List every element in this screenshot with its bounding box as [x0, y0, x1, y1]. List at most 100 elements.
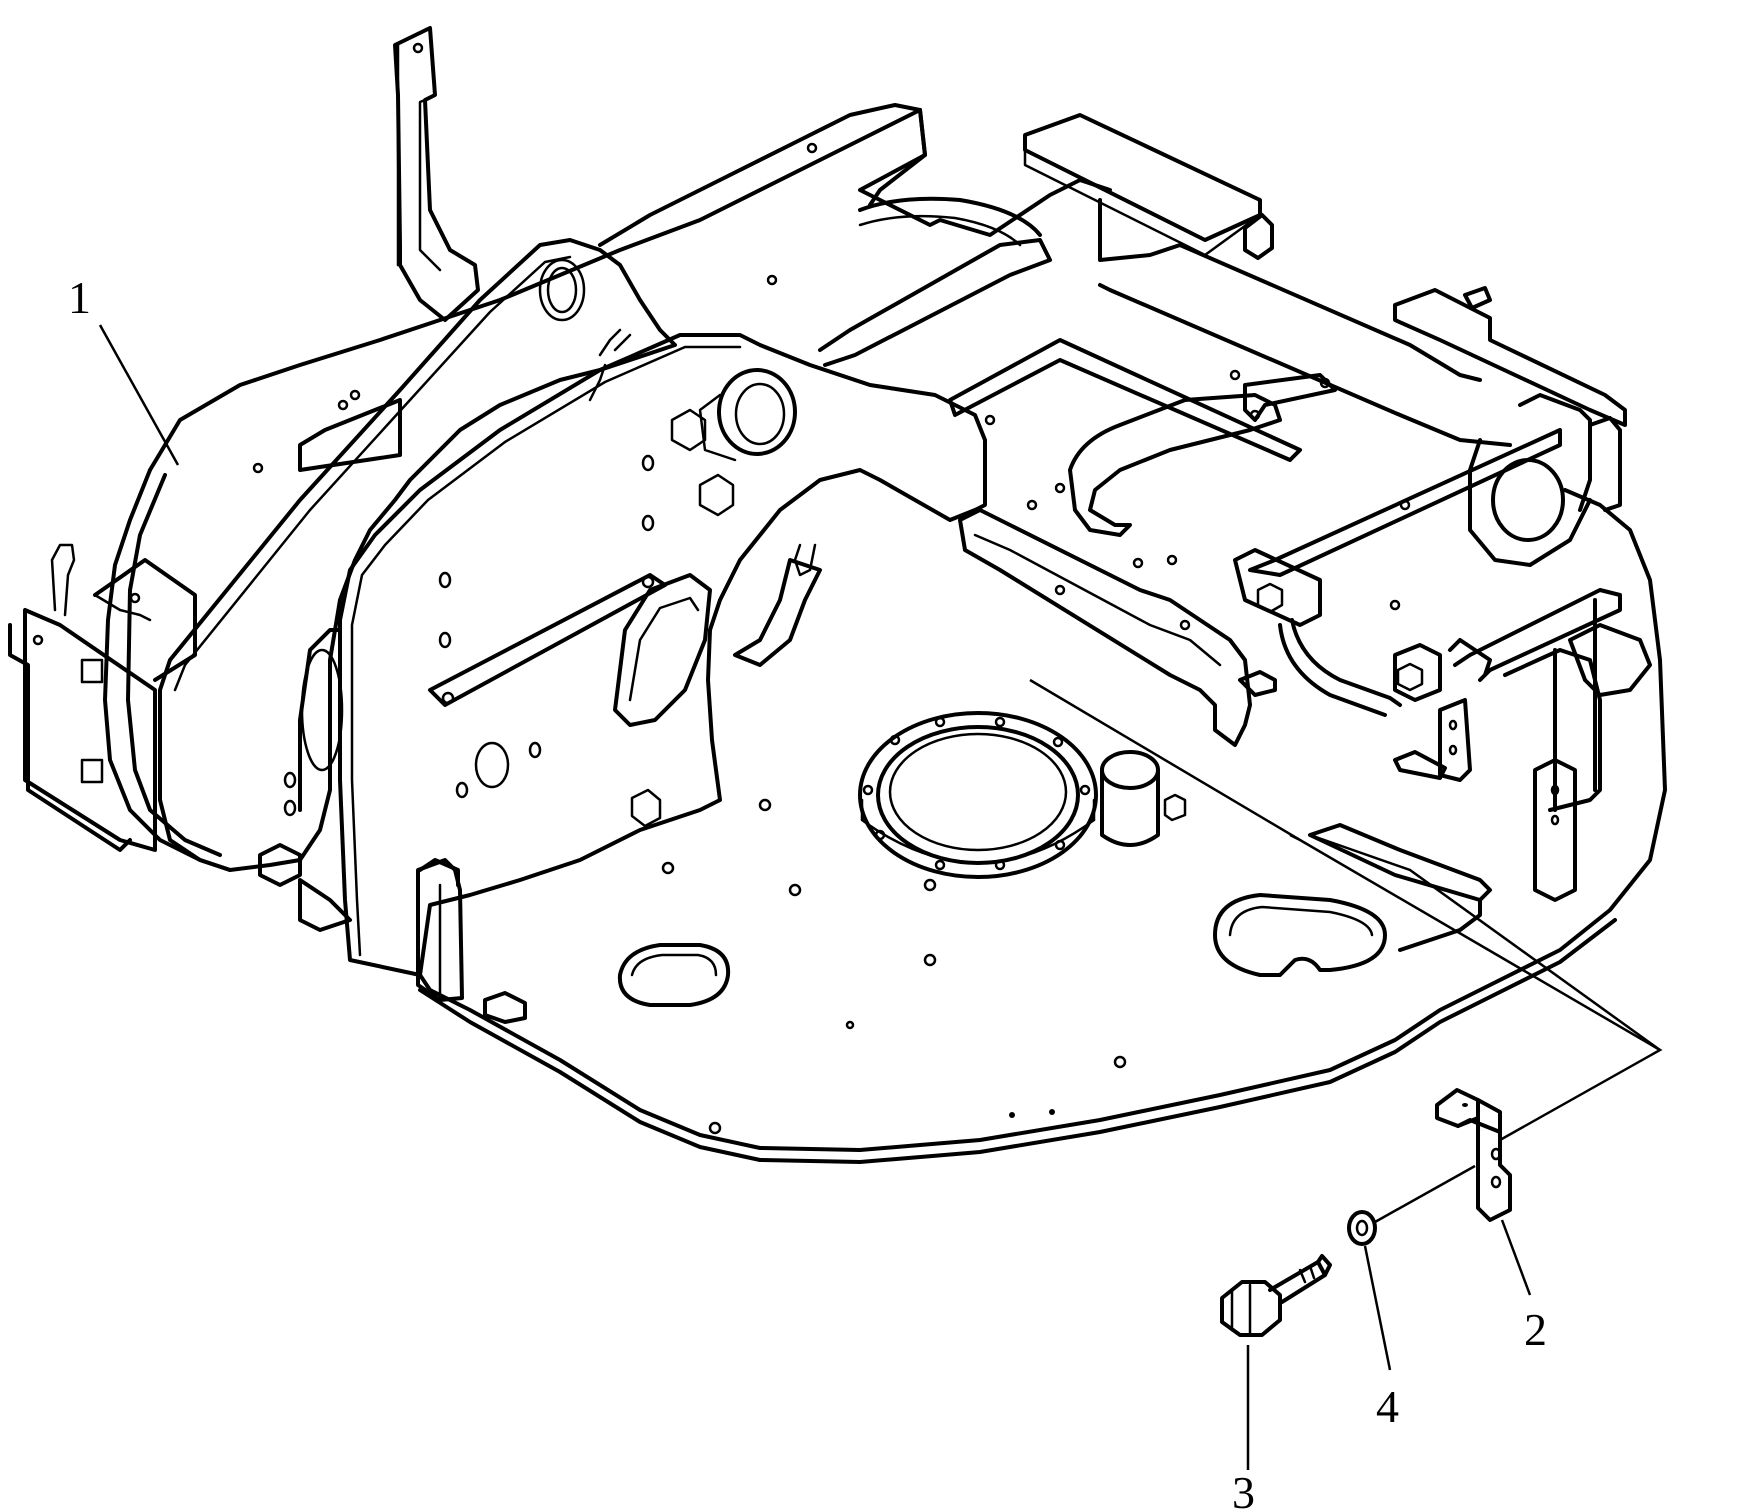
boss-ring-side	[698, 393, 737, 462]
right-deck-rail	[958, 508, 1252, 747]
leader-4	[1363, 1245, 1392, 1371]
front-left-foot	[483, 991, 527, 1024]
assembly-line-washer-bracket	[1374, 1164, 1476, 1224]
nut-right-small-icon	[1396, 662, 1424, 692]
revolving-frame	[8, 26, 1667, 1164]
upper-cross-rail	[858, 108, 1112, 237]
right-mid-hose-2	[1278, 623, 1387, 717]
right-rib-loop	[1068, 393, 1282, 537]
middle-lever-wire	[793, 543, 817, 577]
nut-slab-low-icon	[630, 788, 662, 828]
floor-cutout-left	[617, 943, 731, 1007]
part-3-bolt	[1220, 1254, 1332, 1337]
leader-2	[1500, 1219, 1532, 1296]
floor-plate-outline-inner	[418, 918, 1617, 1164]
hole	[1448, 719, 1458, 731]
hole	[1448, 744, 1458, 756]
left-side-roundel-face	[300, 648, 344, 772]
hole	[129, 592, 141, 604]
boss-ring	[717, 368, 797, 456]
boss-bore	[734, 382, 786, 446]
right-cross-bar-1	[948, 338, 1302, 462]
callout-3: 3	[1232, 1467, 1255, 1510]
upper-inner-arc-2	[858, 214, 1022, 247]
nut-slab-mid-icon	[698, 473, 735, 517]
hole	[1550, 784, 1560, 796]
right-u-bracket-legs	[1553, 598, 1597, 812]
swing-ring-mid	[876, 725, 1080, 865]
hole	[412, 42, 424, 54]
rear-left-frame	[148, 108, 927, 472]
pin-bore	[538, 258, 586, 322]
hole	[1026, 499, 1038, 511]
front-left-pillar	[416, 858, 464, 1002]
right-u-bracket	[1453, 588, 1622, 682]
hole	[32, 634, 44, 646]
hole	[1179, 619, 1191, 631]
pin-bore-inner	[546, 266, 578, 314]
slab-oval-cutout-inner	[628, 596, 700, 702]
slab-holes	[283, 454, 655, 817]
hole	[1319, 377, 1331, 389]
rear-left-frame-lower	[103, 468, 232, 872]
explode-guide-line	[1029, 678, 1663, 1142]
left-bracket-top	[93, 558, 197, 682]
boom-foot-right-slab	[338, 333, 987, 977]
slab-oval-cutout	[613, 573, 712, 727]
callout-2: 2	[1524, 1304, 1547, 1355]
floor-holes	[661, 798, 1127, 1135]
boom-foot-right-slab-inner	[350, 345, 742, 957]
upper-inner-arc	[858, 196, 1042, 237]
right-top-plate	[1023, 113, 1262, 242]
right-long-beam-upper	[1098, 198, 1482, 382]
callout-1: 1	[68, 272, 91, 323]
upper-holes	[252, 142, 1411, 611]
floor-cutout-right-inner	[1228, 905, 1374, 937]
right-u-bracket-foot	[1448, 638, 1492, 677]
right-far-uprights	[1518, 393, 1592, 512]
left-rear-bottom-tab	[298, 878, 352, 932]
nut-left-upper-icon	[80, 658, 104, 684]
floor-cutout-right	[1213, 893, 1387, 977]
middle-lever-bracket	[733, 558, 822, 667]
upper-left-pillar-face	[396, 43, 442, 272]
explode-guide-line-2	[1309, 833, 1661, 1052]
rear-left-frame-lower-inner	[126, 473, 222, 857]
upper-left-pillar	[393, 26, 480, 322]
left-bracket-panel-face	[8, 623, 132, 852]
floor-cutout-left-inner	[630, 953, 718, 977]
right-long-beam-lower	[1098, 283, 1512, 447]
right-cross-bar-2	[1248, 428, 1562, 577]
left-bracket-panel	[23, 608, 157, 852]
hole	[441, 691, 455, 705]
cylinder-boss-top	[1100, 750, 1160, 790]
front-left-pillar-cap	[418, 858, 460, 887]
right-u-bracket-leg-block	[1533, 758, 1577, 902]
hole	[1550, 814, 1560, 826]
nut-slab-upper-icon	[670, 408, 707, 452]
right-floor-side	[1398, 898, 1482, 952]
slab-stiffener-bar	[428, 573, 667, 707]
hole	[1132, 557, 1144, 569]
left-side-roundel	[298, 628, 342, 812]
swing-ring-outer	[858, 711, 1098, 879]
cylinder-boss-pin	[1163, 793, 1187, 822]
boom-foot-left-slab	[158, 238, 677, 872]
center-wire-harness	[588, 328, 632, 402]
right-top-plate-edge	[1023, 148, 1262, 257]
nut-left-lower-icon	[80, 758, 104, 784]
right-mid-hose	[1290, 618, 1402, 707]
left-rear-small-bracket	[258, 843, 302, 887]
nut-right-mid-icon	[1256, 582, 1284, 614]
right-top-bracket	[1243, 213, 1274, 260]
swing-ring-lip	[860, 798, 1096, 864]
right-small-plate	[1393, 750, 1447, 780]
swing-ring-inner	[888, 732, 1068, 852]
cab-floor-small-bracket	[1238, 670, 1277, 697]
left-bracket-tab	[93, 593, 152, 622]
right-floor-step	[1308, 823, 1492, 902]
boom-foot-left-slab-inner	[173, 255, 572, 692]
cylinder-boss-body	[1100, 768, 1160, 847]
hole	[1229, 369, 1241, 381]
